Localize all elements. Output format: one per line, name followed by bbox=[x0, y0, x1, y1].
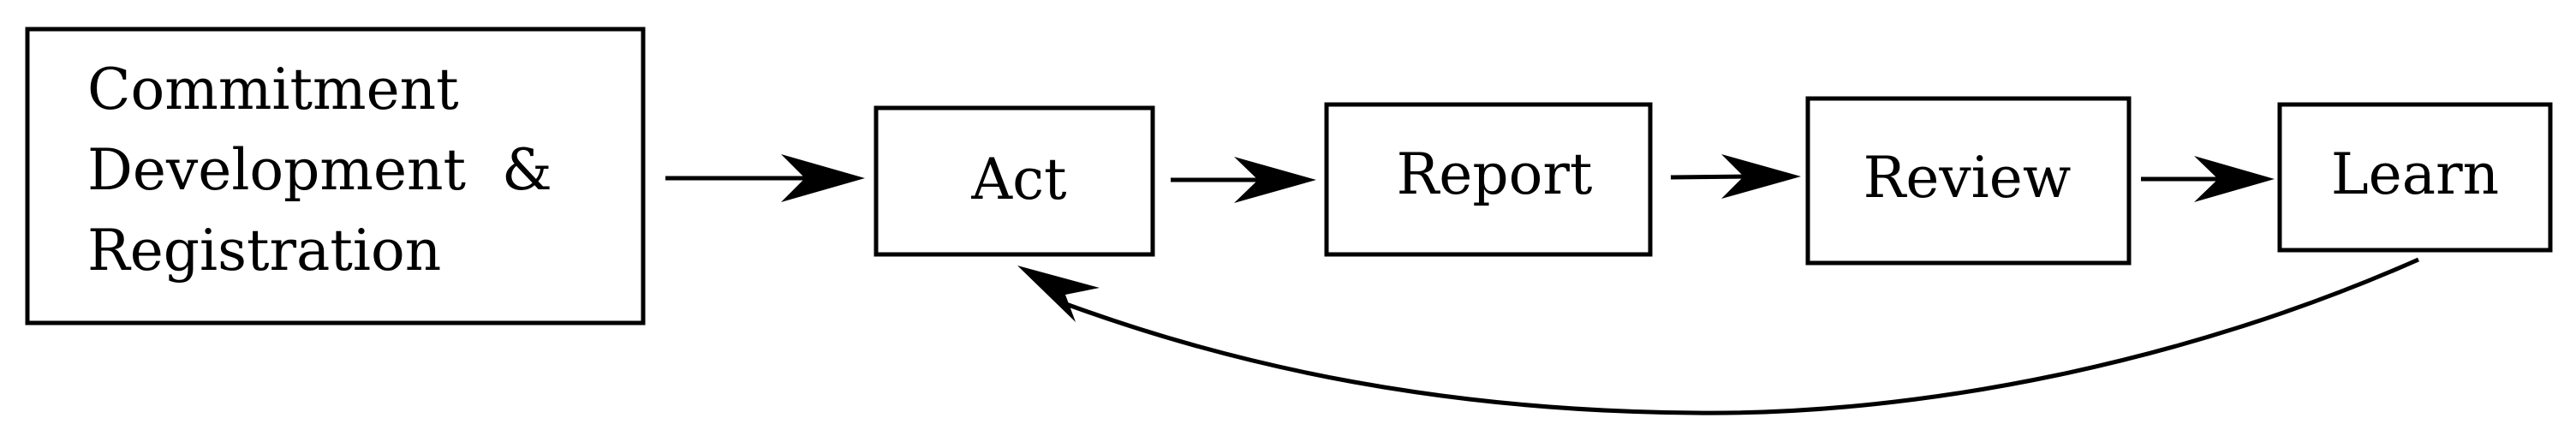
edge-act-to-report bbox=[1171, 157, 1316, 203]
edge-commitment-to-act bbox=[665, 154, 865, 202]
edge-report-to-review-line bbox=[1670, 174, 1748, 180]
node-report: Report bbox=[1324, 102, 1653, 257]
node-act-box bbox=[874, 105, 1155, 257]
node-commitment-line1: Commitment bbox=[87, 57, 459, 122]
node-learn: Learn bbox=[2277, 102, 2553, 253]
node-review-label: Review bbox=[1863, 145, 2072, 211]
node-learn-box bbox=[2277, 102, 2553, 253]
node-report-box bbox=[1324, 102, 1653, 257]
edge-review-to-learn bbox=[2141, 156, 2275, 202]
node-review-box bbox=[1805, 96, 2132, 266]
edge-learn-to-act-curve bbox=[1065, 257, 2420, 415]
node-act-label: Act bbox=[970, 146, 1066, 212]
node-commitment-box bbox=[25, 27, 646, 326]
node-report-label: Report bbox=[1397, 141, 1593, 207]
arrowhead-icon bbox=[1234, 157, 1316, 203]
node-act: Act bbox=[874, 105, 1155, 257]
node-review: Review bbox=[1805, 96, 2132, 266]
edge-report-to-review bbox=[1670, 154, 1801, 199]
node-learn-label: Learn bbox=[2331, 141, 2499, 207]
edge-learn-to-act bbox=[1017, 257, 2420, 415]
node-commitment-line3: Registration bbox=[87, 218, 441, 284]
arrowhead-icon bbox=[781, 154, 865, 202]
arrowhead-icon bbox=[1017, 266, 1100, 322]
node-commitment-line2: Development & bbox=[87, 137, 552, 203]
arrowhead-icon bbox=[1721, 154, 1801, 199]
arrowhead-icon bbox=[2194, 156, 2275, 202]
node-commitment: Commitment Development & Registration bbox=[25, 27, 646, 326]
